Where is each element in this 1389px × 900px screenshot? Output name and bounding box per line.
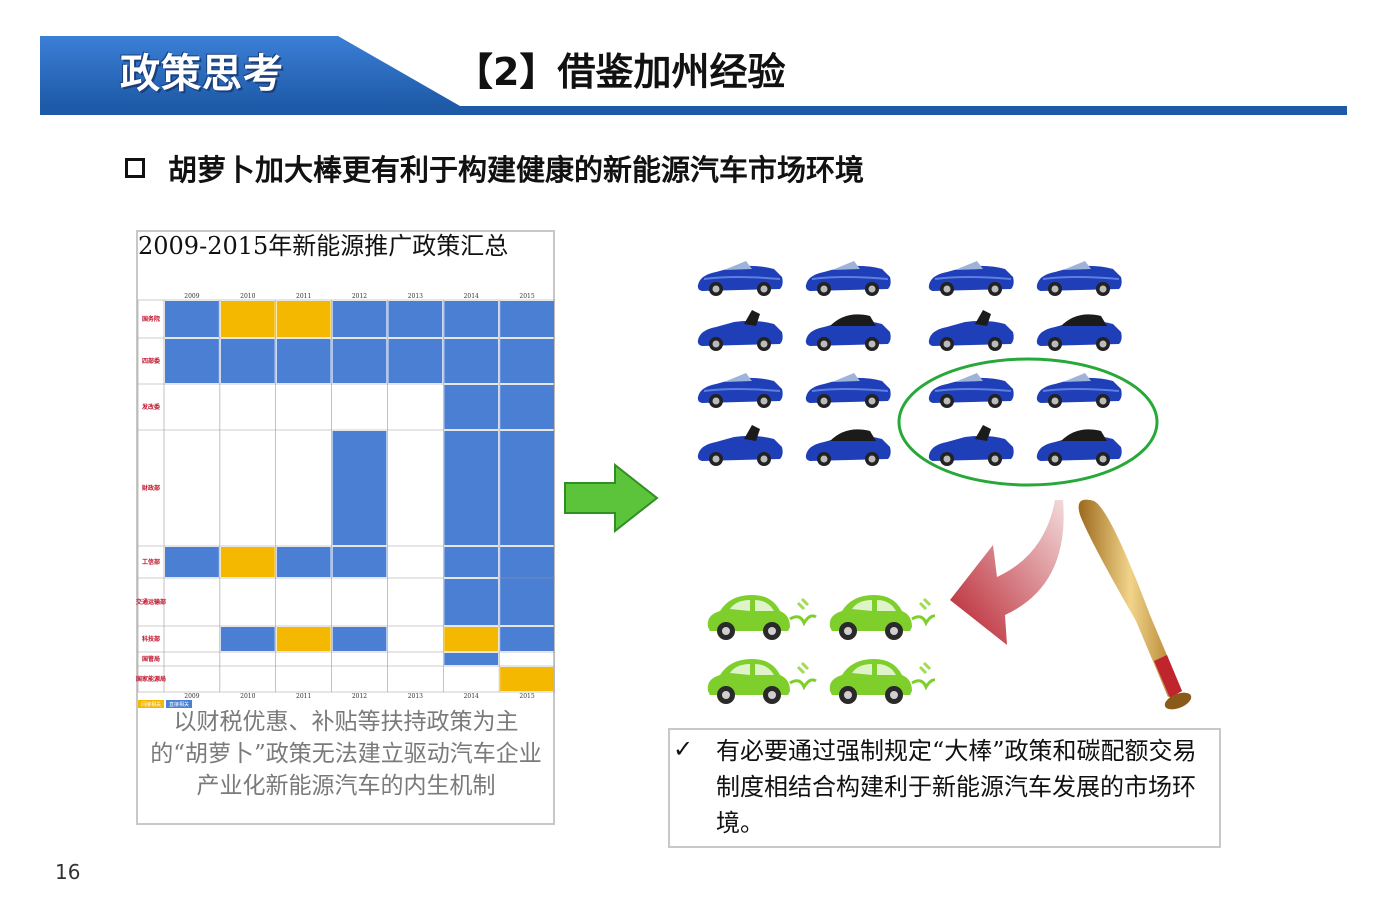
table-policy-cell xyxy=(276,627,331,651)
table-year-footer: 2010 xyxy=(240,693,255,700)
carrot-policy-summary: 以财税优惠、补贴等扶持政策为主的“胡萝卜”政策无法建立驱动汽车企业产业化新能源汽… xyxy=(150,709,542,799)
table-policy-cell xyxy=(220,627,275,651)
blue-convertible-car-icon xyxy=(804,372,892,409)
table-year-footer: 2013 xyxy=(408,693,423,700)
table-year-header: 2014 xyxy=(464,293,479,300)
table-row-label: 国管局 xyxy=(142,655,160,663)
table-policy-cell xyxy=(220,339,275,383)
table-policy-cell xyxy=(332,339,387,383)
table-policy-cell xyxy=(500,339,554,383)
stick-policy-panel xyxy=(668,728,1221,848)
electric-car-group xyxy=(706,593,935,706)
checkmark-icon: ✓ xyxy=(673,735,694,763)
table-policy-cell xyxy=(332,627,387,651)
table-year-footer: 2011 xyxy=(296,693,311,700)
blue-convertible-car-icon xyxy=(805,314,891,351)
table-legend-swatch xyxy=(138,700,164,708)
header-underline xyxy=(40,106,1347,115)
table-policy-cell xyxy=(500,301,554,337)
slide-title: 【2】借鉴加州经验 xyxy=(455,49,786,94)
blue-convertible-car-icon xyxy=(697,310,783,351)
table-policy-cell xyxy=(332,301,387,337)
table-year-header: 2011 xyxy=(296,293,311,300)
curved-arrow-icon xyxy=(950,500,1064,645)
table-year-footer: 2012 xyxy=(352,693,367,700)
table-policy-cell xyxy=(500,667,554,691)
blue-convertible-car-icon xyxy=(696,260,784,297)
table-row-label: 工信部 xyxy=(142,558,160,566)
page-number: 16 xyxy=(55,860,81,884)
table-policy-cell xyxy=(444,339,499,383)
header-banner xyxy=(40,36,460,106)
table-policy-cell xyxy=(165,339,219,383)
table-policy-cell xyxy=(332,431,387,545)
table-policy-cell xyxy=(220,301,275,337)
section-label: 政策思考 xyxy=(120,51,284,97)
table-year-header: 2010 xyxy=(240,293,255,300)
table-year-header: 2015 xyxy=(519,293,534,300)
table-year-footer: 2015 xyxy=(519,693,534,700)
blue-convertible-car-icon xyxy=(927,260,1015,297)
blue-convertible-car-icon xyxy=(805,429,891,466)
blue-convertible-car-icon xyxy=(804,260,892,297)
green-electric-car-icon xyxy=(828,657,935,706)
blue-convertible-car-icon xyxy=(1035,260,1123,297)
table-row-label: 国务院 xyxy=(142,315,160,323)
baseball-bat-icon xyxy=(1078,499,1192,710)
table-policy-cell xyxy=(444,385,499,429)
green-electric-car-icon xyxy=(706,657,818,706)
table-policy-cell xyxy=(500,547,554,625)
table-policy-cell xyxy=(165,301,219,337)
table-policy-cell xyxy=(332,547,387,577)
green-electric-car-icon xyxy=(828,593,935,642)
table-row-label: 国家能源局 xyxy=(136,675,166,683)
table-policy-cell xyxy=(220,547,275,577)
table-policy-cell xyxy=(444,431,499,545)
table-policy-cell xyxy=(444,301,499,337)
table-policy-cell xyxy=(444,653,499,665)
table-row-label: 四部委 xyxy=(142,357,160,365)
stick-policy-text: 有必要通过强制规定“大棒”政策和碳配额交易制度相结合构建利于新能源汽车发展的市场… xyxy=(716,737,1197,837)
table-policy-cell xyxy=(276,301,331,337)
table-policy-cell xyxy=(444,547,499,577)
right-arrow-icon xyxy=(564,463,659,533)
table-year-footer: 2014 xyxy=(464,693,479,700)
table-policy-cell xyxy=(276,339,331,383)
table-legend-swatch xyxy=(166,700,192,708)
highlight-ellipse xyxy=(897,357,1159,487)
table-policy-cell xyxy=(388,301,443,337)
table-row-label: 发改委 xyxy=(141,403,160,411)
table-row-label: 财政部 xyxy=(141,484,160,492)
blue-convertible-car-icon xyxy=(928,310,1014,351)
table-row-label: 交通运输部 xyxy=(136,598,166,606)
table-year-header: 2013 xyxy=(408,293,423,300)
table-year-header: 2012 xyxy=(352,293,367,300)
table-legend-label: 间接相关 xyxy=(141,701,161,708)
green-electric-car-icon xyxy=(706,593,818,642)
table-policy-cell xyxy=(500,385,554,429)
blue-convertible-car-icon xyxy=(1036,314,1122,351)
table-policy-cell xyxy=(500,627,554,651)
table-policy-cell xyxy=(444,579,499,625)
policy-table-image: 2009 2009 2010 2010 2011 2011 2012 2012 2013 2013… xyxy=(136,293,555,708)
blue-convertible-car-icon xyxy=(697,425,783,466)
blue-convertible-car-icon xyxy=(696,372,784,409)
bullet-square-icon xyxy=(125,158,145,178)
table-policy-cell xyxy=(444,627,499,651)
table-policy-cell xyxy=(276,547,331,577)
table-policy-cell xyxy=(388,339,443,383)
table-row-label: 科技部 xyxy=(142,635,160,643)
table-caption: 2009-2015年新能源推广政策汇总 xyxy=(138,232,509,260)
table-year-header: 2009 xyxy=(184,293,199,300)
slide-subtitle: 胡萝卜加大棒更有利于构建健康的新能源汽车市场环境 xyxy=(168,153,865,187)
table-policy-cell xyxy=(500,431,554,545)
table-legend-label: 直接相关 xyxy=(169,701,189,708)
policy-table-body: 2009 2009 2010 2010 2011 2011 2012 2012 2013 2013… xyxy=(136,293,555,708)
table-policy-cell xyxy=(165,547,219,577)
table-year-footer: 2009 xyxy=(184,693,199,700)
